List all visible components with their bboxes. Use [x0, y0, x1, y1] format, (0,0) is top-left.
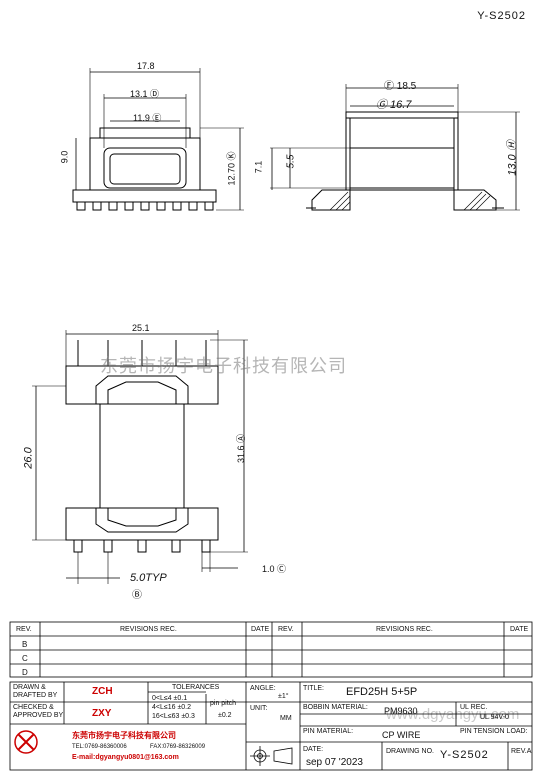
company-email: E-mail:dgyangyu0801@163.com	[72, 754, 179, 761]
tolerance-row-2: 4<L≤16 ±0.2	[152, 704, 192, 711]
top-view	[72, 68, 244, 211]
side-view	[270, 84, 520, 211]
dim-top-e: 11.9 Ⓔ	[133, 113, 162, 123]
rev-col-header: REV.	[16, 626, 32, 633]
bobbin-material-label: BOBBIN MATERIAL:	[303, 704, 368, 711]
drawing-no-label: DRAWING NO.	[386, 748, 434, 755]
drawn-label: DRAWN & DRAFTED BY	[13, 684, 58, 699]
rec-col-header-2: REVISIONS REC.	[376, 626, 433, 633]
date-label: DATE:	[303, 746, 324, 753]
drawn-value: ZCH	[92, 686, 113, 697]
rec-col-header: REVISIONS REC.	[120, 626, 177, 633]
watermark: 东莞市扬宇电子科技有限公司	[100, 356, 347, 376]
dim-front-pitch: 5.0TYP	[130, 572, 167, 584]
title-block	[9, 681, 533, 771]
revision-label: REV.A	[511, 748, 532, 755]
dim-front-b: Ⓑ	[132, 590, 142, 601]
revision-table	[9, 621, 533, 678]
company-name: 东莞市扬宇电子科技有限公司	[72, 731, 176, 740]
bobbin-material-value: PM9630	[384, 706, 418, 716]
pin-pitch-label: pin pitch	[210, 700, 237, 707]
pin-material-label: PIN MATERIAL:	[303, 728, 354, 735]
dim-side-h: 13.0 Ⓗ	[506, 140, 519, 176]
dim-front-c: 1.0 Ⓒ	[262, 564, 287, 574]
rev-row-d: D	[22, 668, 28, 677]
dim-front-h: 26.0	[22, 447, 35, 469]
dim-front-a: 31.6 Ⓐ	[236, 433, 247, 464]
watermark-url: www.dgyangyu.com	[386, 706, 520, 723]
pin-material-value: CP WIRE	[382, 730, 421, 740]
title-label: TITLE:	[303, 685, 325, 692]
dim-top-k: 12.70 Ⓚ	[226, 151, 237, 186]
date-col-header: DATE	[251, 626, 270, 633]
unit-label: UNIT:	[250, 705, 268, 712]
dim-side-j: 7.1	[253, 160, 264, 174]
dim-front-w: 25.1	[132, 323, 150, 333]
pin-tension-label: PIN TENSION LOAD:	[460, 728, 528, 735]
rev-row-b: B	[22, 640, 28, 649]
company-logo	[14, 730, 38, 754]
company-tel: TEL:0769-86360006	[72, 744, 127, 750]
rev-row-c: C	[22, 654, 28, 663]
technical-drawing	[32, 68, 520, 584]
checked-label: CHECKED & APPROVED BY	[13, 704, 64, 719]
dim-side-f: Ⓕ 18.5	[384, 81, 417, 92]
tolerance-header: TOLERANCES	[172, 684, 220, 691]
dim-side-i: 5.5	[285, 154, 297, 169]
rev-col-header-2: REV.	[278, 626, 294, 633]
front-view	[32, 330, 248, 584]
ul-rec-label: UL REC.	[460, 704, 488, 711]
unit-value: MM	[280, 715, 292, 722]
date-col-header-2: DATE	[510, 626, 529, 633]
date-value: sep 07 '2023	[306, 757, 363, 768]
ul-rec-value: UL 94V-0	[480, 714, 509, 721]
dim-top-h: 9.0	[59, 150, 70, 164]
drawing-no-value: Y-S2502	[440, 749, 489, 761]
company-fax: FAX:0769-86326009	[150, 744, 206, 750]
tolerance-row-3: 16<L≤63 ±0.3	[152, 713, 195, 720]
drawing-code-header: Y-S2502	[477, 10, 526, 22]
dim-side-g: Ⓖ 16.7	[376, 99, 412, 111]
pin-pitch-value: ±0.2	[218, 712, 232, 719]
dim-top-width: 17.8	[137, 61, 155, 71]
dim-top-d: 13.1 Ⓓ	[130, 89, 160, 99]
tolerance-row-1: 0<L≤4 ±0.1	[152, 695, 188, 702]
checked-value: ZXY	[92, 708, 112, 719]
title-value: EFD25H 5+5P	[346, 686, 418, 698]
angle-value: ±1°	[278, 693, 289, 700]
angle-label: ANGLE:	[250, 685, 276, 692]
